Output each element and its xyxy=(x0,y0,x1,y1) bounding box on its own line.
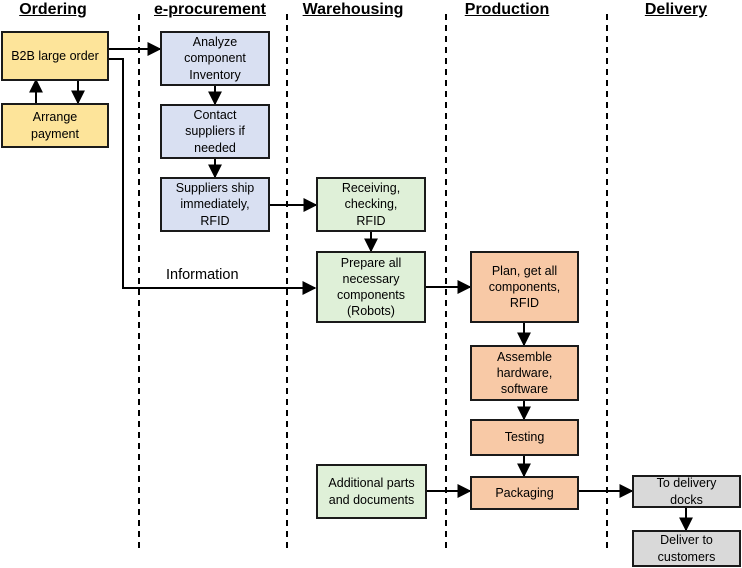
node-suppliers-ship: Suppliers ship immediately, RFID xyxy=(160,177,270,232)
information-label: Information xyxy=(166,267,239,283)
node-testing: Testing xyxy=(470,419,579,456)
node-arrange-payment: Arrange payment xyxy=(1,103,109,148)
node-plan-components: Plan, get all components, RFID xyxy=(470,251,579,323)
node-to-delivery-docks: To delivery docks xyxy=(632,475,741,508)
node-prepare-components: Prepare all necessary components (Robots… xyxy=(316,251,426,323)
node-contact-suppliers: Contact suppliers if needed xyxy=(160,104,270,159)
lane-dividers xyxy=(138,14,608,548)
node-deliver-to-customers: Deliver to customers xyxy=(632,530,741,567)
node-packaging: Packaging xyxy=(470,476,579,510)
node-additional-parts: Additional parts and documents xyxy=(316,464,427,519)
node-assemble: Assemble hardware, software xyxy=(470,345,579,401)
node-receiving: Receiving, checking, RFID xyxy=(316,177,426,232)
arrow-information xyxy=(108,58,317,295)
lane-title-delivery: Delivery xyxy=(644,1,708,18)
lane-title-eprocurement: e-procurement xyxy=(153,1,267,18)
lane-title-ordering: Ordering xyxy=(19,1,87,18)
node-b2b-large-order: B2B large order xyxy=(1,31,109,81)
lane-title-warehousing: Warehousing xyxy=(302,1,404,18)
lane-title-production: Production xyxy=(464,1,550,18)
node-analyze-inventory: Analyze component Inventory xyxy=(160,31,270,86)
